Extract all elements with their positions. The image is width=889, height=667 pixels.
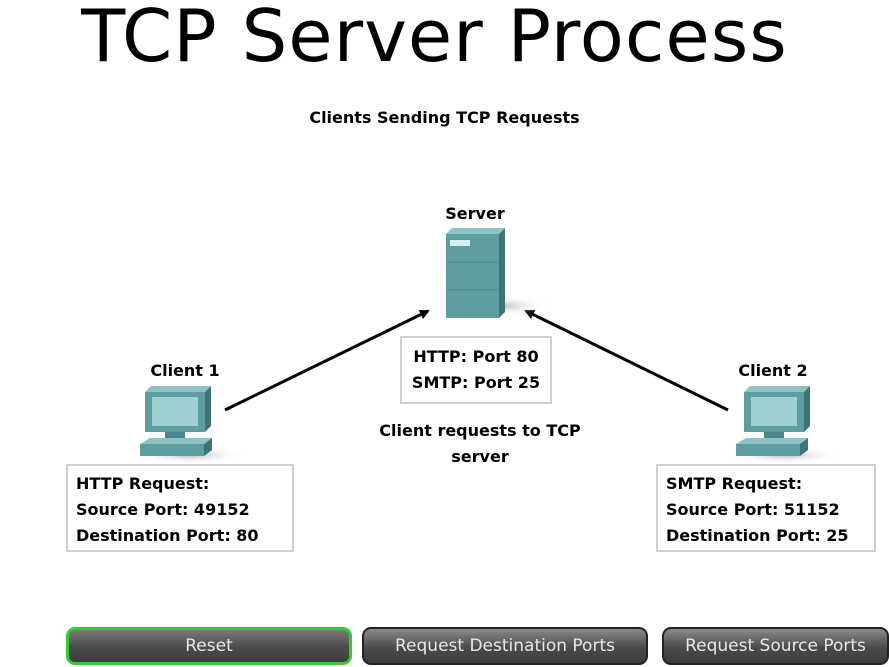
request-source-ports-button[interactable]: Request Source Ports <box>662 627 889 665</box>
arrow-client1-to-server <box>224 309 430 412</box>
request-destination-ports-button[interactable]: Request Destination Ports <box>362 627 648 665</box>
client2-info-line: Destination Port: 25 <box>666 526 849 545</box>
client2-info-line: Source Port: 51152 <box>666 500 840 519</box>
client1-info-line: Source Port: 49152 <box>76 500 250 519</box>
server-ports-box: HTTP: Port 80 SMTP: Port 25 <box>400 336 552 404</box>
client1-info-box: HTTP Request: Source Port: 49152 Destina… <box>66 464 294 552</box>
server-caption-line: Client requests to TCP <box>379 421 581 440</box>
server-port-line: HTTP: Port 80 <box>413 347 539 366</box>
client2-info-line: SMTP Request: <box>666 474 803 493</box>
server-caption: Client requests to TCP server <box>360 418 600 470</box>
server-icon <box>446 228 550 318</box>
client1-info-line: HTTP Request: <box>76 474 210 493</box>
page-title: TCP Server Process <box>81 0 788 78</box>
server-port-line: SMTP: Port 25 <box>411 373 541 392</box>
server-label: Server <box>445 204 505 223</box>
computer-icon <box>730 386 840 464</box>
computer-icon <box>135 386 245 464</box>
client2-label: Client 2 <box>738 361 808 380</box>
arrow-client2-to-server <box>524 309 729 412</box>
reset-button[interactable]: Reset <box>66 627 352 665</box>
client2-info-box: SMTP Request: Source Port: 51152 Destina… <box>656 464 876 552</box>
server-caption-line: server <box>451 447 509 466</box>
client1-info-line: Destination Port: 80 <box>76 526 259 545</box>
diagram-subtitle: Clients Sending TCP Requests <box>309 108 580 127</box>
client1-label: Client 1 <box>150 361 220 380</box>
